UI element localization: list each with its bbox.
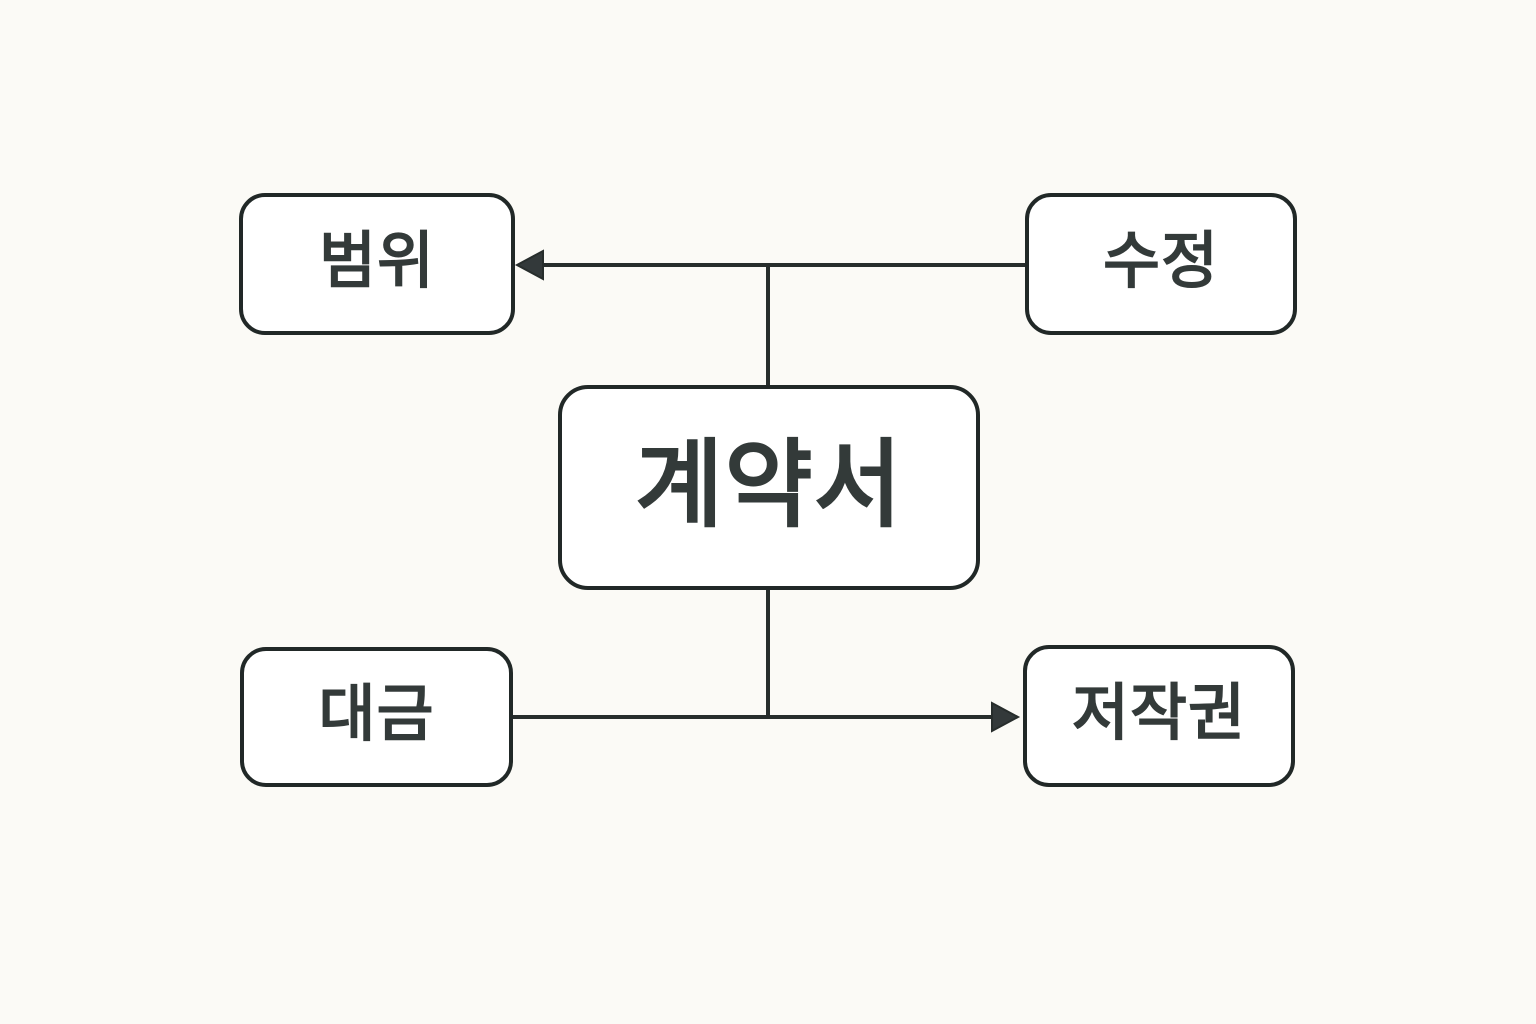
node-contract: 계약서 xyxy=(558,385,980,590)
node-payment: 대금 xyxy=(240,647,513,787)
node-revision: 수정 xyxy=(1025,193,1297,335)
node-payment-label: 대금 xyxy=(318,680,435,749)
node-scope: 범위 xyxy=(239,193,515,335)
node-contract-label: 계약서 xyxy=(635,431,903,539)
node-copyright-label: 저작권 xyxy=(1071,679,1247,748)
arrowhead-left-icon xyxy=(514,249,544,281)
node-copyright: 저작권 xyxy=(1023,645,1295,787)
node-scope-label: 범위 xyxy=(318,227,436,296)
node-revision-label: 수정 xyxy=(1102,227,1220,296)
arrowhead-right-icon xyxy=(991,701,1021,733)
